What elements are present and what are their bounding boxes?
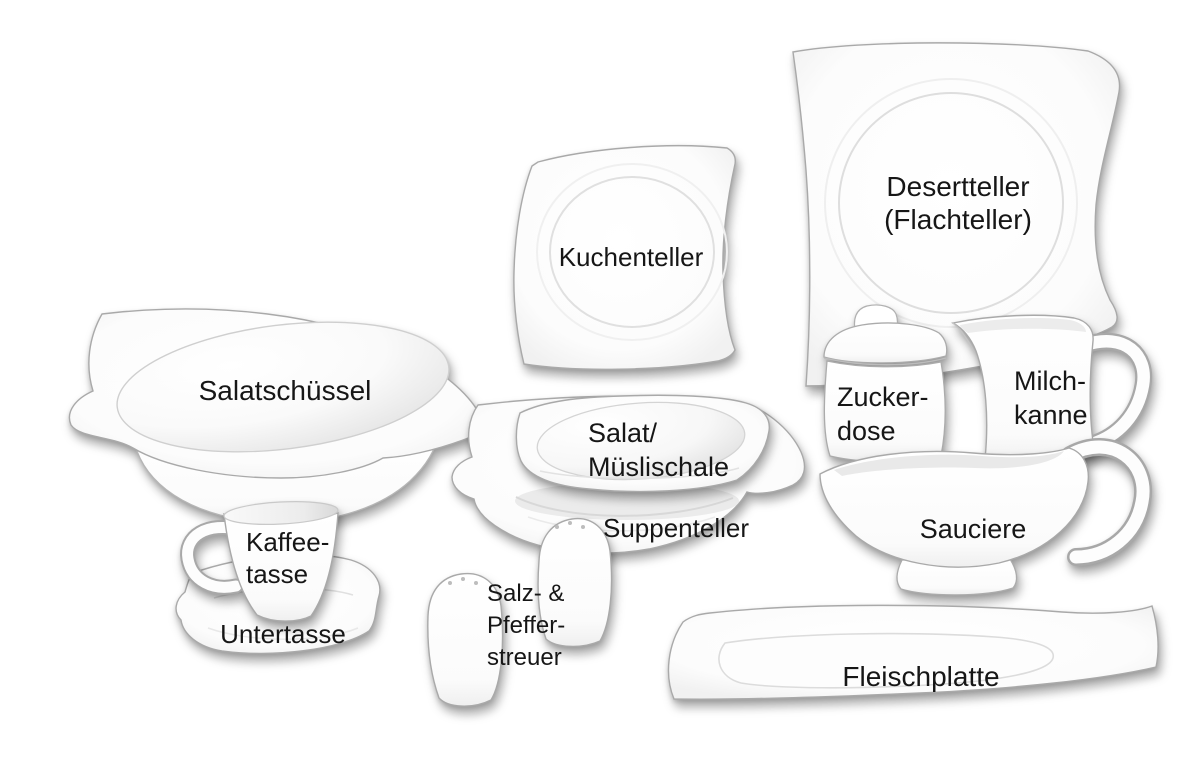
meat-platter	[667, 604, 1159, 700]
label-untertasse: Untertasse	[220, 619, 346, 649]
salt-shaker-body	[427, 572, 504, 707]
salt-shaker-hole	[461, 577, 465, 581]
pepper-shaker-hole	[568, 521, 572, 525]
salad-bowl-interior	[116, 321, 450, 453]
cereal-bowl-front-rim-line	[539, 467, 740, 480]
labels: Kuchenteller Desertteller (Flachteller) …	[199, 171, 1088, 692]
gravy-boat	[819, 438, 1153, 596]
label-salat-muesli-line2: Müslischale	[588, 452, 729, 482]
milk-jug-spout-line	[952, 322, 975, 353]
milk-jug-opening	[960, 317, 1086, 333]
label-salz-pfeffer-line2: Pfeffer-	[487, 612, 565, 639]
pepper-shaker-hole	[555, 525, 559, 529]
sugar-bowl-lid	[823, 322, 948, 364]
gravy-boat-body	[819, 447, 1090, 568]
salad-bowl	[68, 308, 482, 524]
cereal-bowl	[515, 394, 770, 493]
label-salz-pfeffer-line1: Salz- &	[487, 580, 564, 607]
gravy-boat-foot	[896, 558, 1018, 596]
dessert-plate	[792, 42, 1121, 387]
pepper-shaker	[537, 517, 613, 648]
dessert-plate-well-ring	[824, 78, 1078, 328]
soup-plate-well-ring	[515, 496, 734, 517]
label-milchkanne-line1: Milch-	[1014, 366, 1086, 396]
milk-jug	[951, 314, 1153, 465]
label-kaffeetasse-line1: Kaffee-	[246, 527, 329, 557]
dessert-plate-body	[792, 42, 1121, 387]
label-kaffeetasse-line2: tasse	[246, 559, 308, 589]
salt-shaker-hole	[474, 581, 478, 585]
label-salz-pfeffer-line3: streuer	[487, 644, 562, 671]
pepper-shaker-body	[537, 517, 613, 648]
sugar-bowl	[823, 304, 948, 463]
salt-shaker-hole	[448, 581, 452, 585]
label-sauciere: Sauciere	[920, 514, 1027, 544]
meat-platter-well	[718, 632, 1054, 689]
coffee-cup-handle	[182, 521, 248, 593]
label-desertteller-line2: (Flachteller)	[884, 204, 1032, 235]
coffee-cup-rim	[223, 501, 339, 525]
label-salatschuessel: Salatschüssel	[199, 375, 372, 406]
saucer-inner-line-front	[207, 627, 359, 640]
salt-shaker	[427, 572, 504, 707]
cake-plate-well-ring	[536, 163, 728, 341]
gravy-boat-handle	[1063, 440, 1150, 564]
cake-plate-well	[549, 176, 715, 328]
sugar-bowl-lid-lip	[823, 357, 947, 366]
label-zuckerdose-line2: dose	[837, 416, 896, 446]
label-suppenteller: Suppenteller	[603, 513, 749, 543]
coffee-cup	[180, 501, 339, 622]
soup-plate-front-rim-line	[527, 516, 716, 532]
gravy-boat-opening	[834, 451, 1064, 476]
label-zuckerdose-line1: Zucker-	[837, 382, 929, 412]
label-fleischplatte: Fleischplatte	[842, 661, 999, 692]
milk-jug-handle	[1078, 335, 1150, 451]
label-milchkanne-line2: kanne	[1014, 400, 1088, 430]
pepper-shaker-hole	[581, 525, 585, 529]
label-salat-muesli-line1: Salat/	[588, 418, 658, 448]
label-desertteller-line1: Desertteller	[886, 171, 1029, 202]
cake-plate	[513, 145, 736, 371]
label-kuchenteller: Kuchenteller	[559, 242, 704, 272]
dessert-plate-well	[838, 92, 1064, 314]
